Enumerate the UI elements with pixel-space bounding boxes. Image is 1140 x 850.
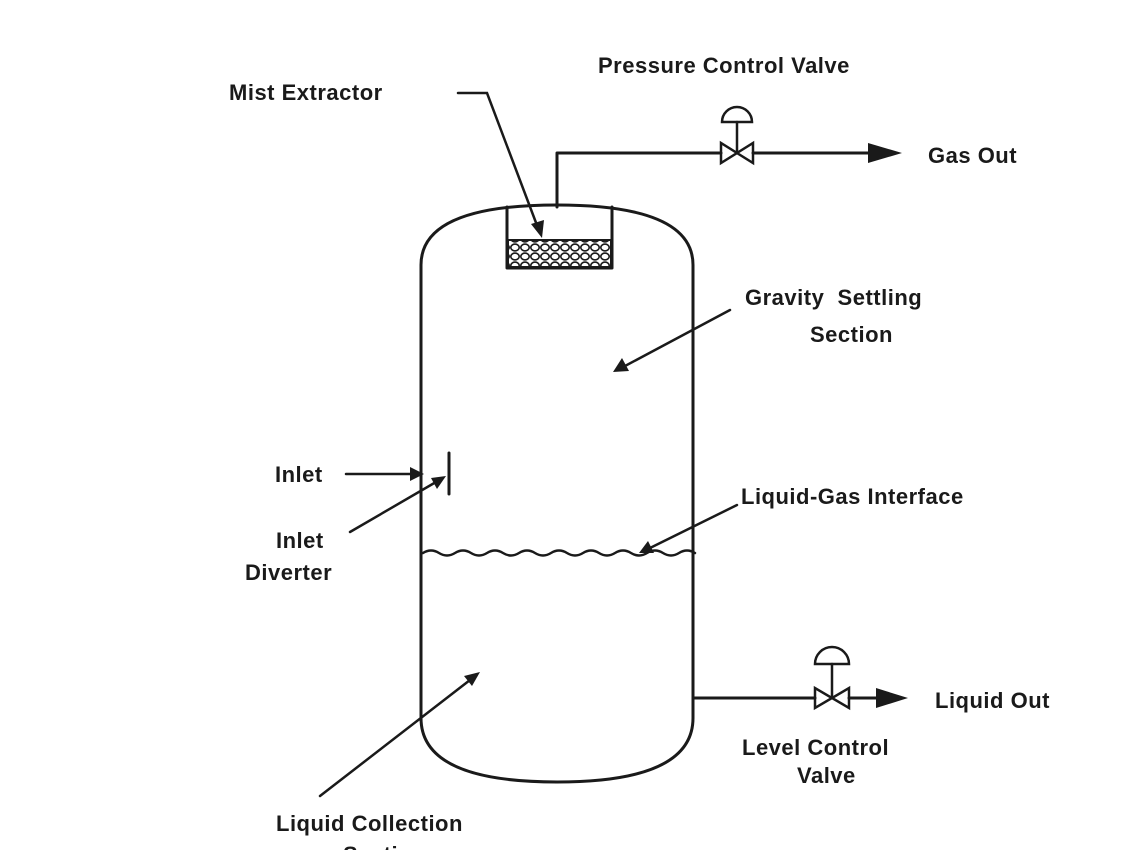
liquid-gas-interface-leader — [648, 503, 739, 550]
gravity-settling-label-line2: Section — [810, 322, 893, 347]
level-control-valve-label: Level Control — [742, 735, 889, 760]
liquid-collection-leader — [318, 678, 472, 798]
gas-out-arrowhead — [868, 143, 902, 163]
level-control-valve-label-line2: Valve — [797, 763, 856, 788]
mist-extractor-label: Mist Extractor — [229, 80, 383, 105]
inlet-diverter-label: Inlet — [276, 528, 324, 553]
pressure-control-valve-label: Pressure Control Valve — [598, 53, 850, 78]
liquid-collection-arrowhead — [464, 672, 480, 686]
gas-out-label: Gas Out — [928, 143, 1017, 168]
pressure-control-valve — [719, 105, 755, 166]
liquid-gas-interface-label: Liquid-Gas Interface — [741, 484, 964, 509]
gravity-settling-leader — [623, 308, 732, 368]
liquid-gas-interface-arrowhead — [639, 541, 654, 553]
gas-outlet-pipe — [555, 151, 723, 209]
level-control-valve — [813, 645, 851, 711]
liquid-collection-label-line2: Section — [343, 842, 426, 850]
liquid-out-arrowhead — [876, 688, 908, 708]
gravity-settling-arrowhead — [613, 358, 629, 372]
inlet-arrowhead — [410, 467, 424, 481]
inlet-diverter-arrowhead — [431, 476, 446, 489]
liquid-gas-interface-wave — [421, 549, 697, 557]
inlet-label: Inlet — [275, 462, 323, 487]
separator-vessel — [419, 203, 695, 784]
inlet-diverter-leader — [348, 480, 438, 534]
mist-extractor — [505, 205, 614, 270]
mist-extractor-leader — [456, 91, 540, 230]
mist-extractor-arrowhead — [531, 220, 544, 238]
liquid-collection-label: Liquid Collection — [276, 811, 463, 836]
liquid-out-label: Liquid Out — [935, 688, 1050, 713]
gravity-settling-label: Gravity Settling — [745, 285, 922, 310]
inlet-diverter-label-line2: Diverter — [245, 560, 332, 585]
